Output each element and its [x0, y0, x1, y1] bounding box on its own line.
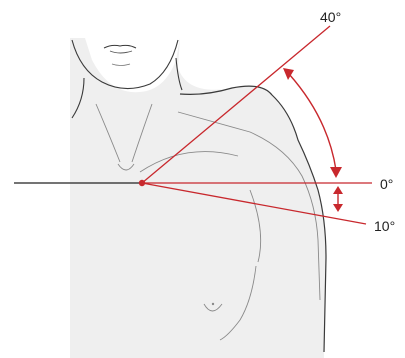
depression-arc-arrowhead-top	[333, 186, 343, 194]
body-silhouette	[70, 38, 326, 358]
lower-lip	[110, 51, 132, 53]
pivot-point	[139, 180, 145, 186]
label-0-degrees: 0°	[380, 176, 393, 192]
mouth	[104, 45, 136, 48]
chin-crease	[112, 64, 130, 66]
nipple-dot	[212, 303, 214, 305]
label-10-degrees: 10°	[374, 218, 395, 234]
elevation-arc-arrowhead-bottom	[330, 167, 342, 178]
depression-arc-arrowhead-bottom	[333, 204, 343, 212]
label-40-degrees: 40°	[320, 9, 341, 25]
